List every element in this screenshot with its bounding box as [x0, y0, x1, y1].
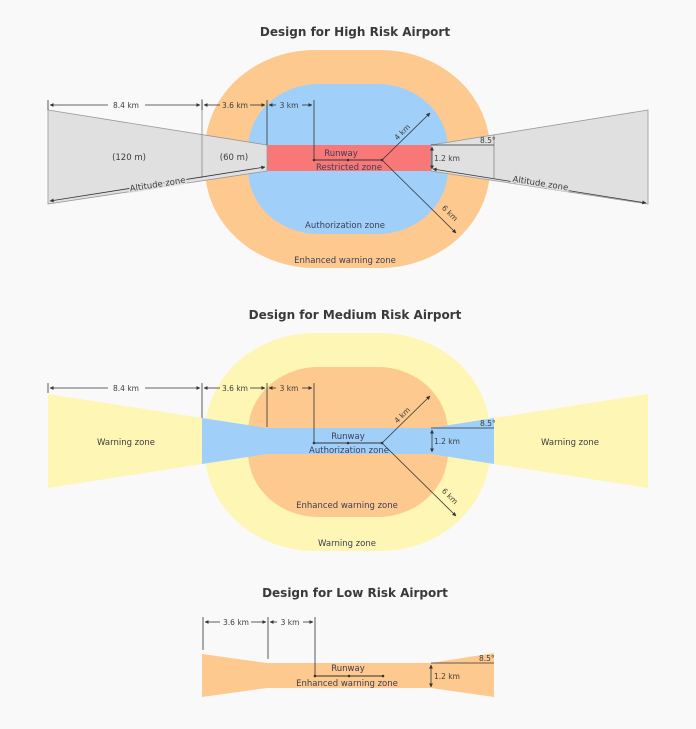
low-enhanced-label: Enhanced warning zone [296, 679, 398, 689]
high-dim-8-4km: 8.4 km [113, 101, 139, 110]
high-enhanced-label: Enhanced warning zone [294, 256, 396, 266]
medium-radius-6km-arrow [381, 442, 457, 517]
high-dim-1-2km: 1.2 km [434, 154, 460, 163]
medium-runway-label: Runway [331, 432, 365, 442]
low-risk-panel: Design for Low Risk Airport 3.6 km 3 km … [202, 586, 495, 697]
high-alt-60m: (60 m) [220, 153, 248, 163]
medium-warning-zone-left [48, 394, 202, 488]
medium-radius-4km-arrow [381, 395, 431, 444]
medium-dim-3-6km: 3.6 km [222, 384, 248, 393]
runway-point [346, 441, 350, 445]
high-authorization-label: Authorization zone [305, 221, 385, 231]
medium-angle-label: 8.5° [480, 419, 496, 428]
low-dim-3-6km: 3.6 km [223, 618, 249, 627]
runway-point [347, 674, 351, 678]
high-angle-label: 8.5° [480, 136, 496, 145]
high-dim-3-6km: 3.6 km [222, 101, 248, 110]
high-runway-label: Runway [324, 149, 358, 159]
runway-point [346, 158, 350, 162]
medium-dim-1-2km: 1.2 km [434, 437, 460, 446]
runway-point [313, 674, 317, 678]
runway-point [381, 674, 385, 678]
low-angle-label: 8.5° [479, 654, 495, 663]
medium-enhanced-label: Enhanced warning zone [296, 501, 398, 511]
medium-warning-label-outer: Warning zone [318, 539, 376, 549]
medium-dim-3km: 3 km [280, 384, 299, 393]
medium-risk-panel: Design for Medium Risk Airport 8.4 km 3.… [47, 308, 648, 551]
high-radius-6km-arrow [381, 159, 457, 234]
high-altitude-arrow-left [49, 165, 266, 203]
high-radius-4km-arrow [381, 112, 431, 161]
low-risk-title: Design for Low Risk Airport [262, 586, 448, 600]
high-altitude-arrow-right [432, 167, 647, 205]
low-runway-label: Runway [331, 664, 365, 674]
medium-dim-8-4km: 8.4 km [113, 384, 139, 393]
high-restricted-zone [267, 145, 431, 171]
low-dim-1-2km: 1.2 km [434, 672, 460, 681]
medium-warning-zone-right [494, 394, 648, 488]
runway-point [312, 158, 316, 162]
medium-authorization-label: Authorization zone [309, 446, 389, 456]
medium-warning-label-right: Warning zone [541, 438, 599, 448]
high-alt-120m: (120 m) [112, 153, 146, 163]
high-risk-panel: Design for High Risk Airport 8.4 km 3.6 … [47, 25, 649, 268]
runway-point [312, 441, 316, 445]
high-dim-3km: 3 km [280, 101, 299, 110]
medium-risk-title: Design for Medium Risk Airport [249, 308, 462, 322]
medium-warning-label-left: Warning zone [97, 438, 155, 448]
low-dim-3km: 3 km [281, 618, 300, 627]
medium-authorization-zone [202, 418, 494, 464]
low-enhanced-warning-zone [202, 653, 494, 697]
high-risk-title: Design for High Risk Airport [260, 25, 450, 39]
high-restricted-label: Restricted zone [316, 163, 382, 173]
